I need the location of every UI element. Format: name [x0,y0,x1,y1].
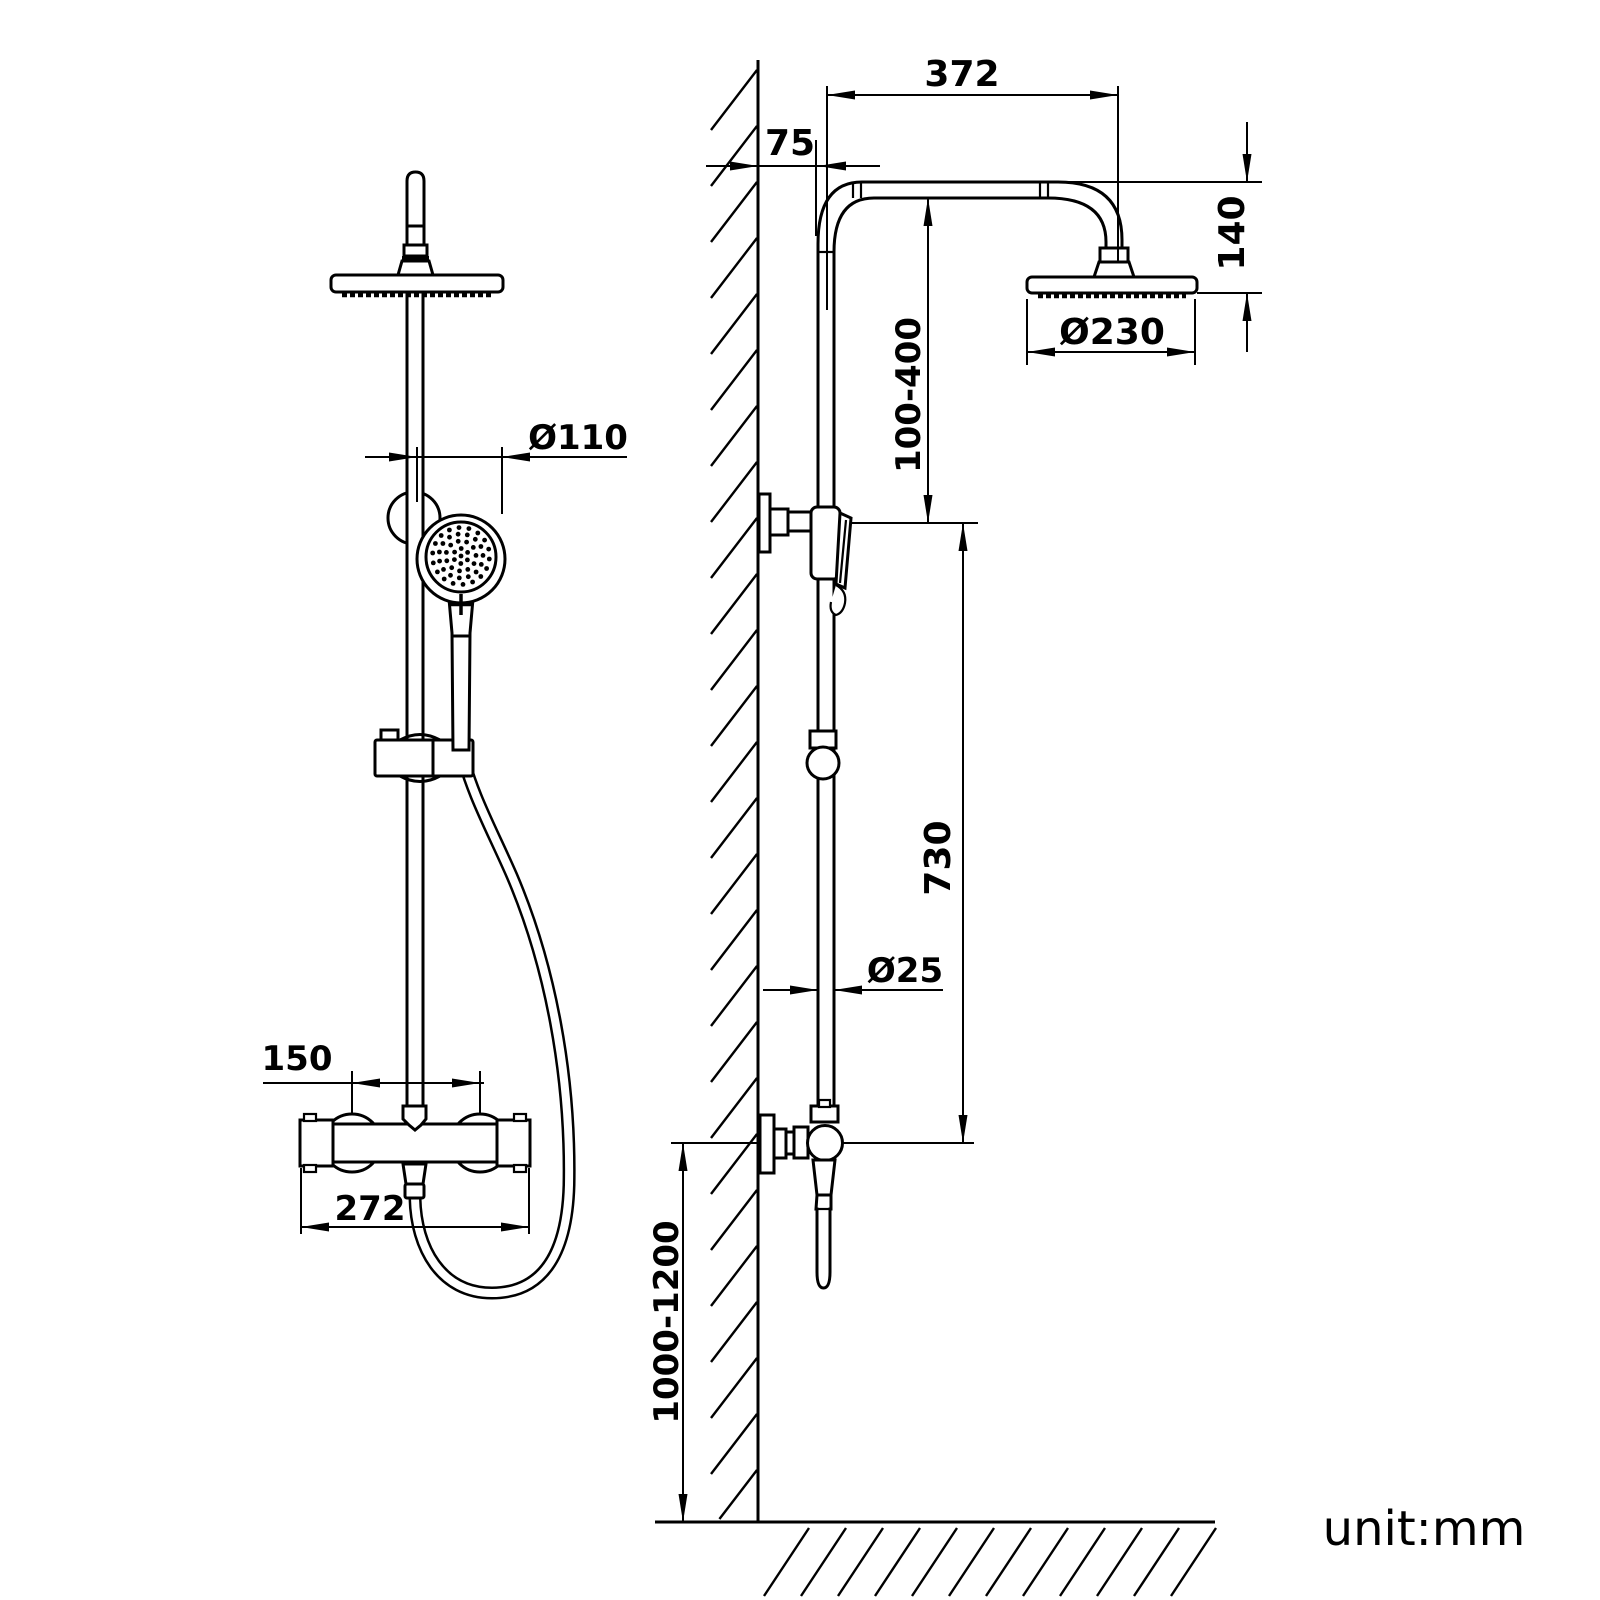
hand-shower-front [415,513,507,752]
dim-rain-head-diameter: Ø230 [1059,312,1165,353]
hanging-handle-side [814,1193,833,1290]
shower-arm-front [405,170,426,247]
dim-adjustable-range: 100-400 [889,317,929,473]
dim-valve-install-height: 1000-1200 [647,1220,687,1423]
side-view [655,60,1218,1597]
dim-slide-bar-height: 730 [918,820,959,895]
wall-hatch [710,69,758,1520]
dim-valve-body-width: 272 [335,1189,406,1229]
dim-inlet-center-distance: 150 [262,1039,333,1079]
dimension-labels: 372 75 140 Ø230 100-400 730 Ø25 1000-120… [262,54,1526,1557]
dim-head-height: 140 [1212,195,1253,270]
thermostatic-valve-side [758,1098,844,1290]
floor-hatch [762,1527,1218,1597]
dim-pipe-diameter: Ø25 [867,951,943,991]
rain-shower-head-side [1025,275,1199,295]
head-connector-side [1098,246,1130,264]
handshower-holder-side [757,492,853,617]
dim-hand-shower-diameter: Ø110 [528,418,628,458]
dim-wall-offset: 75 [765,123,815,164]
thermostatic-valve-front [298,1104,532,1200]
slide-clamp-side [808,729,838,750]
spray-face-dots [430,525,492,587]
unit-note: unit:mm [1323,1501,1526,1557]
dimension-lines-over [263,86,1119,1234]
dimension-lines-under [671,86,1262,1522]
dim-arm-reach: 372 [924,54,999,95]
rain-shower-head-front [329,273,505,294]
slide-clamp-front [373,728,475,783]
front-view [298,170,576,1300]
